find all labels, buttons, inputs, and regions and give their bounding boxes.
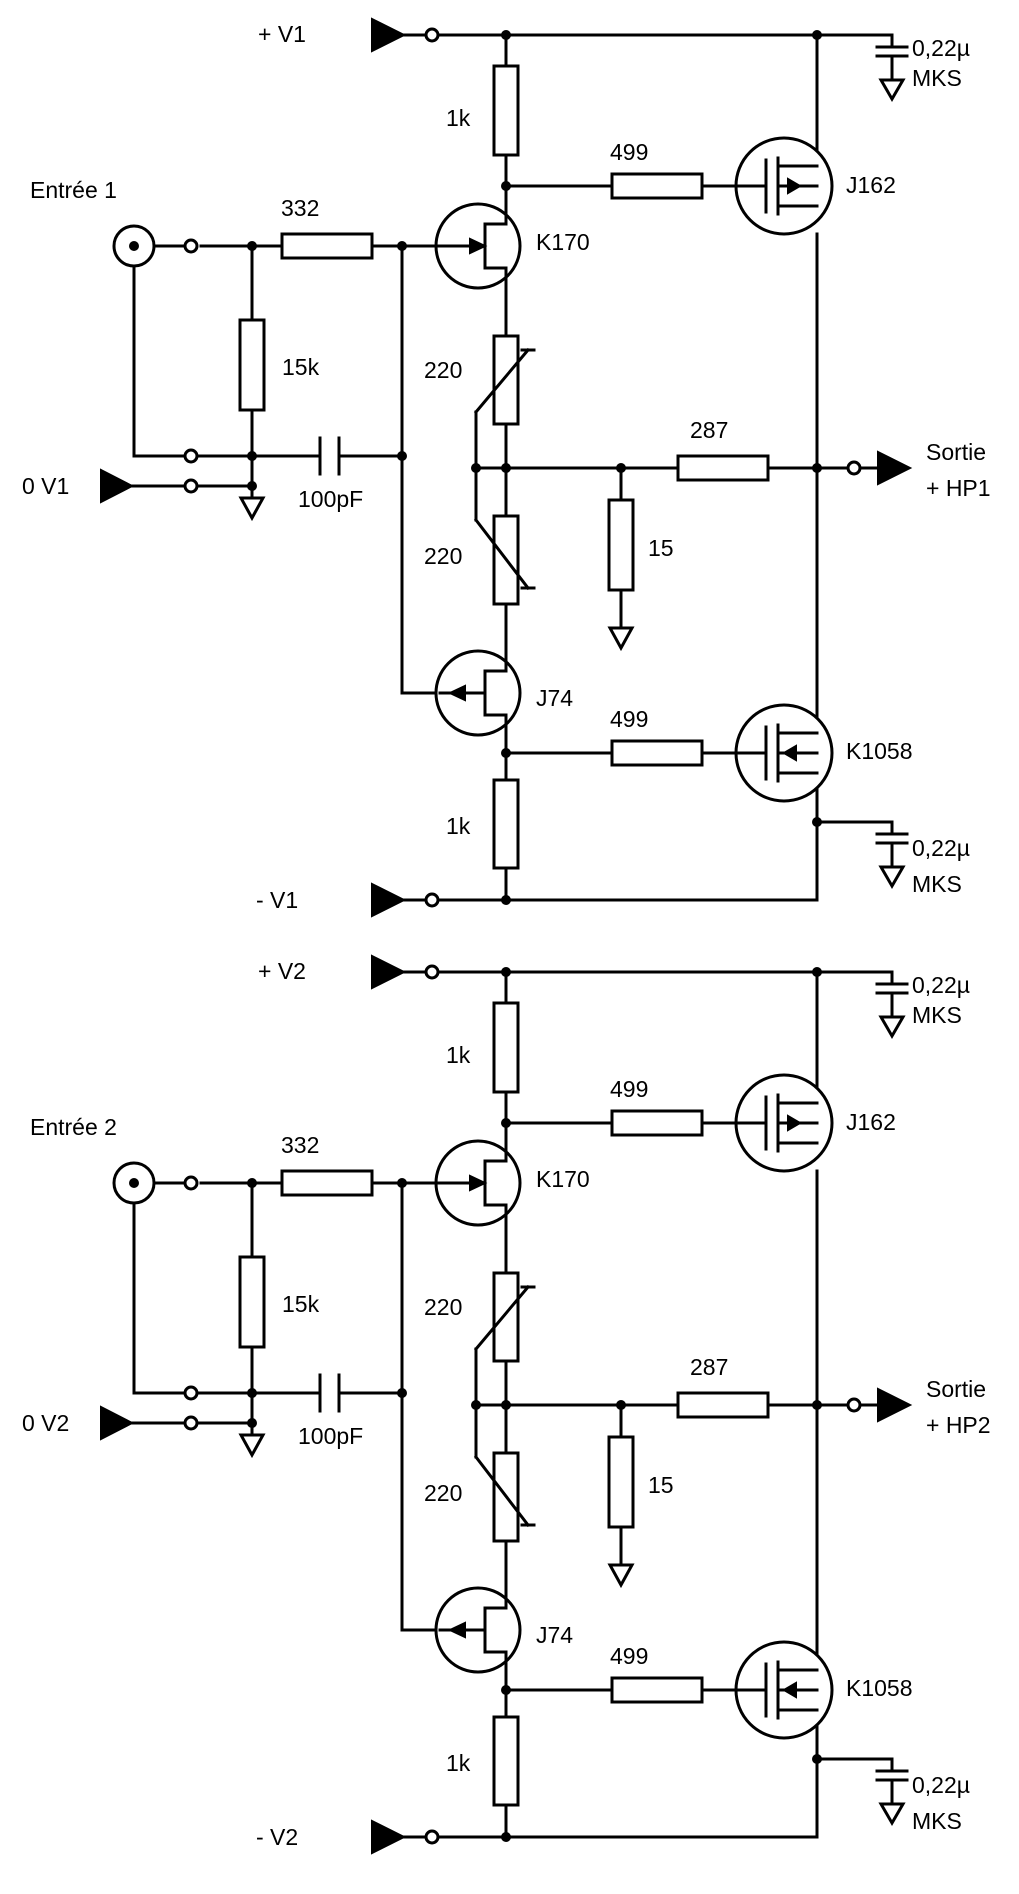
resistor-series [280, 1169, 374, 1197]
resistor-series [280, 232, 374, 260]
output-arrow [877, 450, 913, 486]
resistor-drain-top [492, 64, 520, 157]
label-r-shunt: 15k [282, 354, 320, 380]
label-r-gate-bot: 499 [610, 1643, 648, 1669]
label-ground: 0 V1 [22, 473, 69, 499]
label-c-top-value: 0,22µ [912, 35, 970, 61]
jfet-j74 [434, 649, 522, 737]
label-q-out-p: J162 [846, 1109, 896, 1135]
junction-dots [247, 30, 822, 905]
label-c-bot-type: MKS [912, 1808, 962, 1834]
label-supply-pos: + V1 [258, 21, 306, 47]
label-output-1: Sortie [926, 1376, 986, 1402]
label-c-input: 100pF [298, 486, 363, 512]
trimmer-bot [473, 514, 536, 606]
label-supply-neg: - V1 [256, 887, 298, 913]
label-r-feedback: 287 [690, 417, 728, 443]
label-r-drain-bot: 1k [446, 1750, 471, 1776]
channel-2: + V2 - V2 0 V2 Entrée 2 Sortie + HP2 332… [22, 954, 991, 1855]
label-output-1: Sortie [926, 439, 986, 465]
label-r-series: 332 [281, 195, 319, 221]
mosfet-k1058 [732, 703, 834, 803]
resistor-drain-bot [492, 1715, 520, 1807]
input-jack [112, 1161, 187, 1205]
resistor-gate-bot [610, 1676, 704, 1704]
label-trim-bot: 220 [424, 1480, 462, 1506]
label-c-input: 100pF [298, 1423, 363, 1449]
resistor-gate-top [610, 172, 704, 200]
label-r-ground: 15 [648, 1472, 674, 1498]
label-r-gate-bot: 499 [610, 706, 648, 732]
resistor-drain-top [492, 1001, 520, 1094]
supply-pos-arrow [371, 17, 407, 53]
supply-neg-arrow [371, 882, 407, 918]
resistor-ground [607, 498, 635, 592]
label-r-series: 332 [281, 1132, 319, 1158]
label-r-drain-bot: 1k [446, 813, 471, 839]
label-trim-top: 220 [424, 1294, 462, 1320]
label-supply-neg: - V2 [256, 1824, 298, 1850]
mosfet-j162 [732, 136, 834, 236]
label-q-out-p: J162 [846, 172, 896, 198]
label-q-in-n: K170 [536, 229, 590, 255]
label-output-2: + HP1 [926, 475, 991, 501]
label-q-in-n: K170 [536, 1166, 590, 1192]
label-r-drain-top: 1k [446, 105, 471, 131]
label-r-gate-top: 499 [610, 139, 648, 165]
label-ground: 0 V2 [22, 1410, 69, 1436]
trimmer-top [473, 334, 536, 426]
supply-neg-arrow [371, 1819, 407, 1855]
label-r-shunt: 15k [282, 1291, 320, 1317]
resistor-ground [607, 1435, 635, 1529]
resistor-drain-bot [492, 778, 520, 870]
label-c-bot-value: 0,22µ [912, 1772, 970, 1798]
resistor-shunt [238, 1255, 266, 1349]
mosfet-k1058 [732, 1640, 834, 1740]
output-arrow [877, 1387, 913, 1423]
ground-ref-arrow [100, 1405, 135, 1441]
supply-pos-arrow [371, 954, 407, 990]
junction-dots [247, 967, 822, 1842]
label-r-feedback: 287 [690, 1354, 728, 1380]
label-q-in-p: J74 [536, 1622, 573, 1648]
resistor-feedback [676, 454, 770, 482]
label-output-2: + HP2 [926, 1412, 991, 1438]
label-trim-top: 220 [424, 357, 462, 383]
jfet-k170 [434, 1139, 522, 1227]
label-r-ground: 15 [648, 535, 674, 561]
label-input: Entrée 1 [30, 177, 117, 203]
label-input: Entrée 2 [30, 1114, 117, 1140]
jfet-j74 [434, 1586, 522, 1674]
jfet-k170 [434, 202, 522, 290]
label-r-drain-top: 1k [446, 1042, 471, 1068]
trimmer-bot [473, 1451, 536, 1543]
label-q-out-n: K1058 [846, 1675, 913, 1701]
label-c-bot-type: MKS [912, 871, 962, 897]
resistor-gate-bot [610, 739, 704, 767]
label-c-top-type: MKS [912, 1002, 962, 1028]
resistor-feedback [676, 1391, 770, 1419]
label-q-in-p: J74 [536, 685, 573, 711]
label-c-top-value: 0,22µ [912, 972, 970, 998]
input-jack [112, 224, 187, 268]
mosfet-j162 [732, 1073, 834, 1173]
resistor-gate-top [610, 1109, 704, 1137]
label-r-gate-top: 499 [610, 1076, 648, 1102]
ground-ref-arrow [100, 468, 135, 504]
label-q-out-n: K1058 [846, 738, 913, 764]
label-supply-pos: + V2 [258, 958, 306, 984]
label-c-bot-value: 0,22µ [912, 835, 970, 861]
trimmer-top [473, 1271, 536, 1363]
channel-1: + V1 - V1 0 V1 Entrée 1 Sortie + HP1 332… [22, 17, 991, 918]
label-c-top-type: MKS [912, 65, 962, 91]
label-trim-bot: 220 [424, 543, 462, 569]
resistor-shunt [238, 318, 266, 412]
